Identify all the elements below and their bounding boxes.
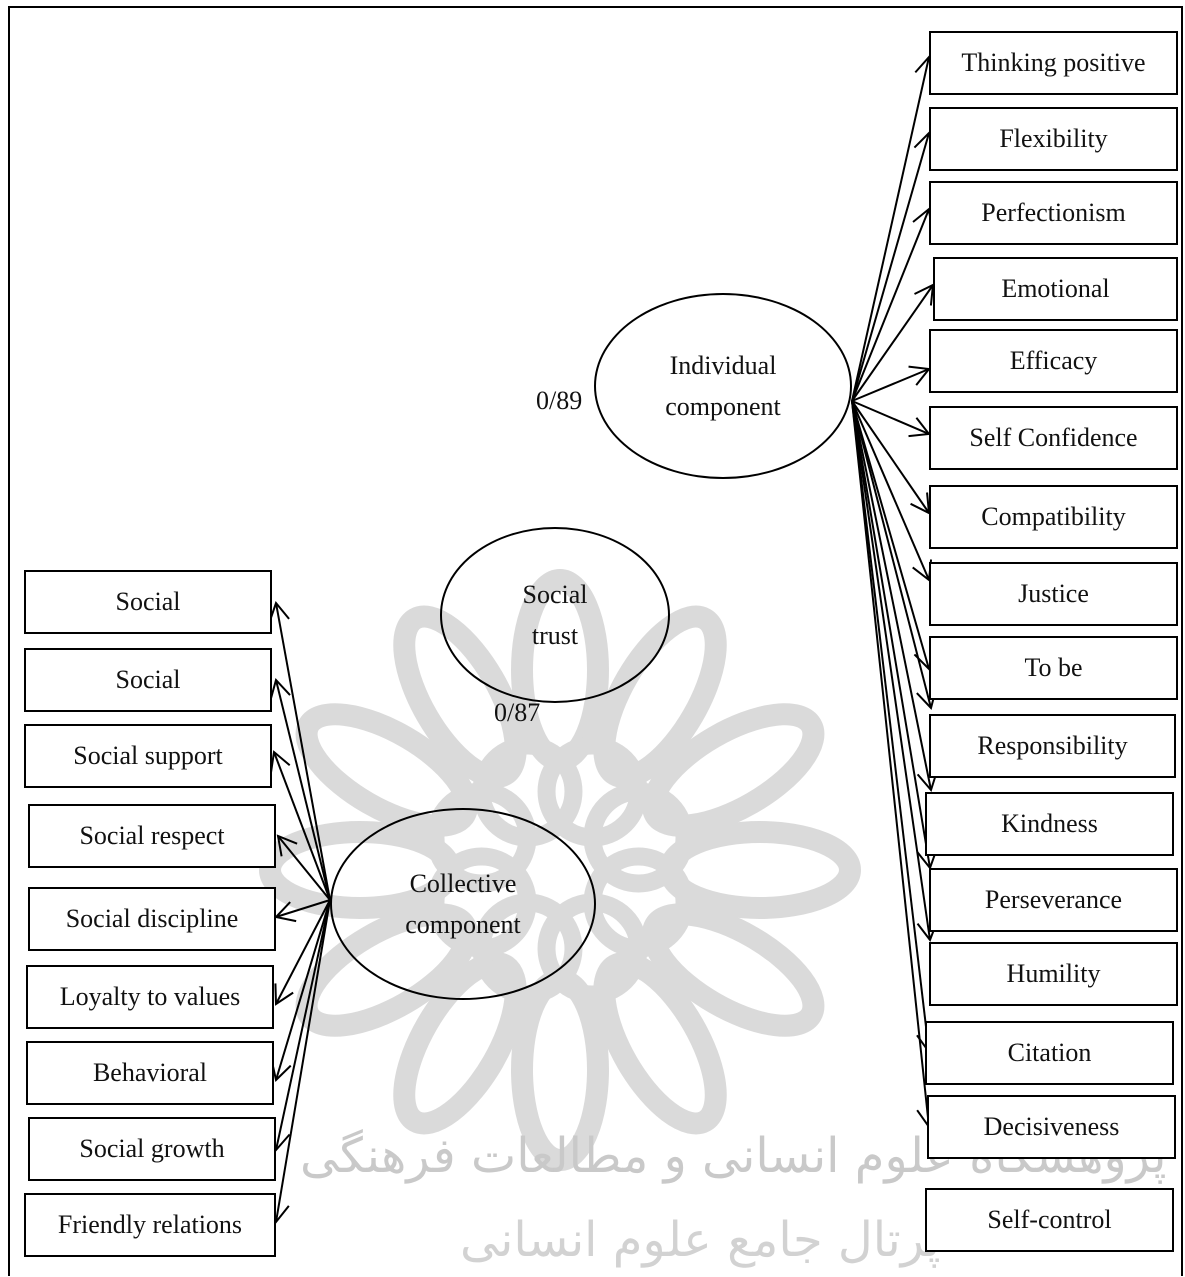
individual-item-box: Thinking positive — [929, 31, 1178, 95]
collective-item-box: Behavioral — [26, 1041, 274, 1105]
individual-arrow-11 — [851, 400, 939, 793]
individual-item-box: Perseverance — [929, 868, 1178, 932]
individual-item-box: To be — [929, 636, 1178, 700]
social-trust-node: Social trust — [440, 527, 670, 703]
collective-item-box: Social — [24, 648, 272, 712]
individual-arrow-5 — [851, 365, 931, 402]
social-trust-line1: Social — [522, 580, 588, 609]
individual-arrow-10 — [851, 400, 938, 710]
collective-arrow-7 — [270, 899, 331, 1082]
individual-arrow-14 — [851, 400, 938, 1055]
individual-arrow-8 — [851, 400, 933, 582]
individual-item-box: Citation — [925, 1021, 1174, 1085]
collective-arrow-2 — [269, 678, 331, 901]
collective-item-box: Friendly relations — [24, 1193, 276, 1257]
watermark-petal — [659, 821, 861, 919]
individual-arrow-15 — [851, 400, 938, 1130]
watermark-ring — [583, 782, 694, 893]
individual-node-line2: component — [665, 392, 781, 421]
collective-arrow-5 — [274, 899, 331, 923]
collective-item-box: Social — [24, 570, 272, 634]
coefficient-individual: 0/89 — [536, 386, 583, 415]
watermark-petal — [593, 951, 727, 1135]
collective-item-box: Loyalty to values — [26, 965, 274, 1029]
collective-item-box: Social growth — [28, 1117, 276, 1181]
watermark-petal — [641, 903, 825, 1037]
individual-arrow-6 — [851, 400, 931, 438]
individual-arrow-2 — [851, 131, 935, 402]
watermark-petal — [641, 703, 825, 837]
individual-item-box: Efficacy — [929, 329, 1178, 393]
collective-arrow-9 — [268, 899, 331, 1225]
individual-item-box: Flexibility — [929, 107, 1178, 171]
individual-component-node: Individual component — [594, 293, 852, 479]
individual-item-box: Perfectionism — [929, 181, 1178, 245]
collective-item-box: Social respect — [28, 804, 276, 868]
individual-arrow-7 — [851, 400, 931, 515]
collective-arrow-6 — [274, 899, 331, 1006]
collective-arrow-3 — [270, 750, 331, 901]
individual-item-box: Self-control — [925, 1188, 1174, 1252]
individual-arrow-3 — [851, 207, 933, 402]
individual-node-line1: Individual — [669, 351, 777, 380]
individual-item-box: Humility — [929, 942, 1178, 1006]
individual-arrow-12 — [851, 400, 938, 871]
collective-arrow-1 — [268, 600, 331, 901]
arrow-group — [268, 54, 939, 1225]
collective-arrow-8 — [269, 899, 331, 1153]
individual-arrow-13 — [851, 400, 939, 943]
individual-item-box: Kindness — [925, 792, 1174, 856]
individual-arrow-4 — [851, 283, 935, 402]
watermark-line-2: پرتال جامع علوم انسانی — [460, 1212, 941, 1268]
individual-item-box: Compatibility — [929, 485, 1178, 549]
coefficient-collective: 0/87 — [494, 698, 541, 727]
diagram-frame — [8, 6, 1183, 1276]
individual-item-box: Decisiveness — [927, 1095, 1176, 1159]
individual-item-box: Self Confidence — [929, 406, 1178, 470]
individual-item-box: Responsibility — [929, 714, 1176, 778]
individual-arrow-9 — [851, 400, 935, 671]
individual-item-box: Emotional — [933, 257, 1178, 321]
collective-item-box: Social discipline — [28, 887, 276, 951]
collective-item-box: Social support — [24, 724, 272, 788]
collective-node-line2: component — [405, 910, 521, 939]
collective-component-node: Collective component — [330, 808, 596, 1000]
social-trust-line2: trust — [531, 621, 579, 650]
individual-item-box: Justice — [929, 562, 1178, 626]
collective-arrow-4 — [276, 834, 331, 901]
individual-arrow-1 — [851, 54, 936, 402]
collective-node-line1: Collective — [409, 869, 517, 898]
